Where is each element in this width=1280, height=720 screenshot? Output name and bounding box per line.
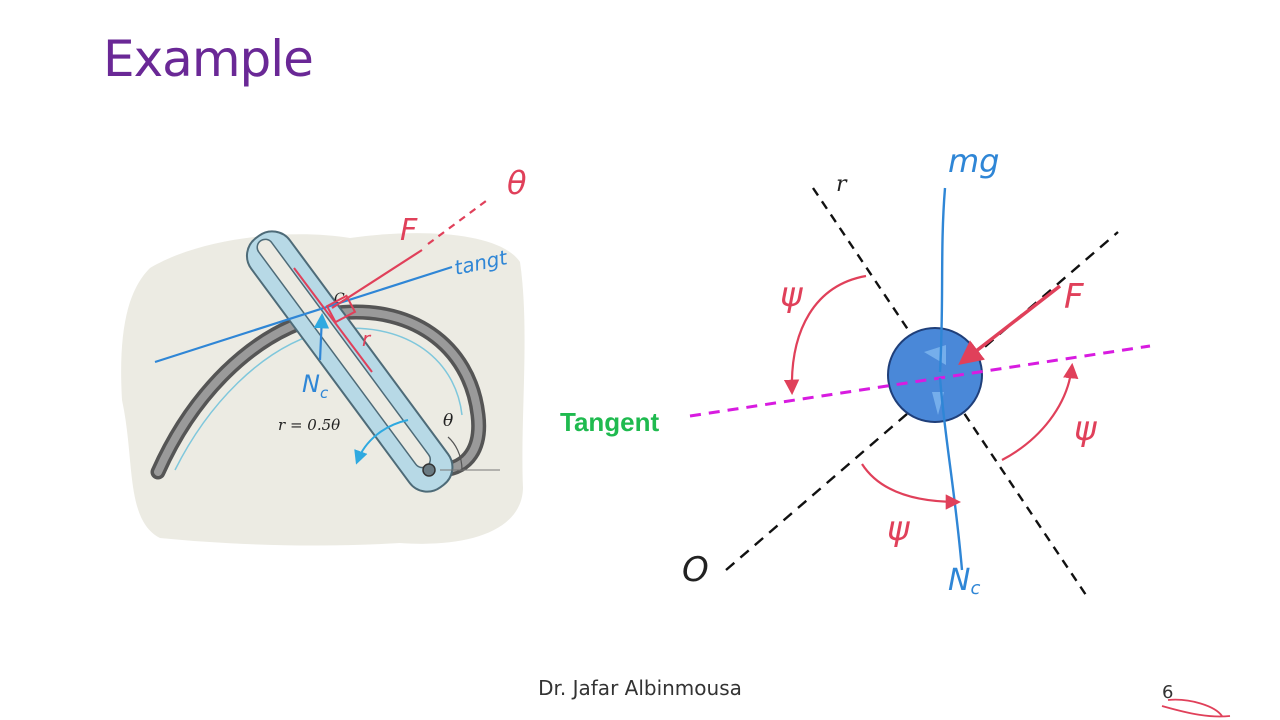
red-scribble <box>1161 698 1231 718</box>
tangent-label: Tangent <box>560 407 660 437</box>
radius-label: r = 0.5θ <box>278 416 340 434</box>
theta-axis-line <box>725 231 1119 571</box>
weight-label: mg <box>948 142 999 180</box>
weight-line <box>938 187 947 373</box>
force-f-arrow <box>958 284 1062 366</box>
normal-force-annotation: Nc <box>302 370 329 402</box>
pin-icon <box>422 463 436 477</box>
rotation-arrow-icon <box>354 419 409 465</box>
force-f-annotation: F <box>400 213 418 248</box>
slotted-arm <box>245 230 454 493</box>
force-f-label: F <box>1064 277 1084 317</box>
slide-footer: Dr. Jafar Albinmousa <box>538 676 742 700</box>
particle-highlight <box>924 345 946 415</box>
normal-force-line-fbd <box>938 377 964 571</box>
theta-label: θ <box>443 411 453 431</box>
origin-label: O <box>682 550 709 590</box>
tangent-line <box>689 344 1151 418</box>
psi-label-left: ψ <box>780 275 803 315</box>
slide-title: Example <box>103 30 314 88</box>
particle <box>887 327 983 423</box>
psi-arc-left <box>783 274 867 396</box>
spiral-track-inner <box>154 308 483 476</box>
theta-annotation: θ <box>507 164 527 202</box>
psi-label-bottom: ψ <box>887 509 910 549</box>
psi-arc-bottom <box>861 463 962 510</box>
r-annotation: r <box>362 327 372 351</box>
right-angle-mark <box>325 294 357 324</box>
normal-force-line <box>313 312 330 361</box>
mechanism-figure: θ r = 0.5θ C tangt F θ r Nc <box>121 164 527 546</box>
tangent-annotation-line <box>154 265 453 364</box>
r-axis-label: r <box>836 172 848 197</box>
theta-arc <box>447 436 463 471</box>
free-body-diagram: r Tangent mg Nc F ψ ψ ψ O <box>560 142 1151 599</box>
psi-arc-right <box>1001 362 1079 461</box>
red-radial-line <box>293 267 373 373</box>
psi-label-right: ψ <box>1074 409 1097 449</box>
normal-force-label: Nc <box>948 563 980 599</box>
page-number: 6 <box>1162 682 1174 703</box>
